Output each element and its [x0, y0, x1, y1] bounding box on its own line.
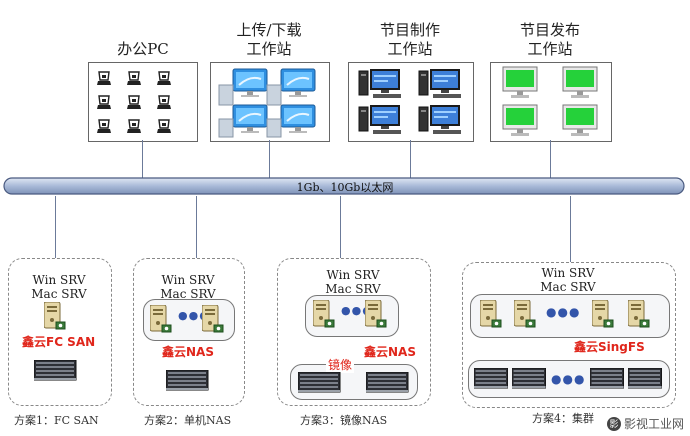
- watermark: 影 影视工业网: [606, 415, 684, 432]
- scheme1-brand: 鑫云FC SAN: [22, 335, 96, 349]
- scheme4-server-icon-3: [592, 300, 614, 328]
- upload-title: 上传/下载 工作站: [210, 21, 328, 59]
- connector-publish: [550, 140, 551, 180]
- publish-title-line2: 工作站: [527, 40, 573, 58]
- scheme3-storage-icon-1: [298, 372, 341, 393]
- scheme2-caption: 方案2：单机NAS: [144, 414, 232, 427]
- scheme3-server-icon-1: [313, 300, 335, 328]
- upload-workstation-icons: [218, 68, 316, 138]
- scheme4-server-icon-4: [628, 300, 650, 328]
- publish-box: [490, 62, 612, 142]
- scheme4-storage-icon-2: [512, 368, 547, 389]
- connector-upload: [269, 140, 270, 180]
- production-title-line2: 工作站: [387, 40, 433, 58]
- scheme2-storage-icon: [166, 370, 209, 391]
- scheme4-storage-icon-4: [628, 368, 663, 389]
- upload-box: [210, 62, 330, 142]
- connector-scheme2: [196, 196, 197, 258]
- scheme3-ellipsis: ●●●: [341, 304, 373, 317]
- scheme4-caption: 方案4：集群: [532, 412, 594, 425]
- production-box: [348, 62, 474, 142]
- connector-scheme3: [340, 196, 341, 258]
- office-pc-icons: [96, 71, 172, 134]
- scheme2-srv-line2: Mac SRV: [160, 287, 216, 301]
- scheme1-box: [8, 258, 112, 406]
- scheme1-srv-line1: Win SRV: [32, 273, 86, 287]
- connector-production: [410, 140, 411, 180]
- scheme2-server-icon-1: [150, 305, 172, 333]
- scheme2-brand: 鑫云NAS: [162, 345, 214, 359]
- scheme4-server-icon-1: [480, 300, 502, 328]
- office-pc-box: [88, 62, 198, 142]
- scheme3-server-icon-2: [365, 300, 387, 328]
- scheme2-ellipsis: ●●●: [178, 309, 210, 322]
- production-workstation-icons: [358, 68, 462, 135]
- scheme4-brand: 鑫云SingFS: [574, 340, 645, 354]
- scheme2-server-icon-2: [202, 305, 224, 333]
- watermark-text: 影视工业网: [623, 417, 684, 431]
- ethernet-bus: [3, 177, 685, 195]
- publish-workstation-icons: [502, 66, 598, 137]
- ethernet-label: 1Gb、10Gb以太网: [296, 181, 394, 194]
- scheme2-srv-line1: Win SRV: [161, 273, 215, 287]
- scheme3-srv-line1: Win SRV: [326, 268, 380, 282]
- publish-title-line1: 节目发布: [519, 21, 580, 39]
- office-pc-title: 办公PC: [117, 40, 169, 58]
- scheme1-servers-label: Win SRV Mac SRV: [8, 273, 110, 301]
- scheme4-storage-icon-1: [474, 368, 509, 389]
- scheme3-brand: 鑫云NAS: [364, 345, 416, 359]
- scheme1-caption: 方案1：FC SAN: [14, 414, 99, 427]
- connector-scheme1: [55, 196, 56, 258]
- scheme4-storage-icon-3: [590, 368, 625, 389]
- scheme3-caption: 方案3：镜像NAS: [300, 414, 388, 427]
- scheme4-server-ellipsis: ●●●: [546, 305, 581, 319]
- scheme3-srv-line2: Mac SRV: [325, 282, 381, 296]
- scheme4-storage-ellipsis: ●●●: [551, 372, 586, 386]
- scheme1-storage-icon: [34, 360, 77, 381]
- scheme4-srv-line1: Win SRV: [541, 266, 595, 280]
- publish-title: 节目发布 工作站: [490, 21, 610, 59]
- upload-title-line2: 工作站: [246, 40, 292, 58]
- watermark-logo-icon: 影: [606, 416, 621, 431]
- scheme1-srv-line2: Mac SRV: [31, 287, 87, 301]
- scheme3-servers-label: Win SRV Mac SRV: [277, 268, 429, 296]
- upload-title-line1: 上传/下载: [236, 21, 302, 39]
- scheme2-servers-label: Win SRV Mac SRV: [133, 273, 243, 301]
- scheme4-servers-label: Win SRV Mac SRV: [462, 266, 674, 294]
- scheme1-server-icon: [44, 302, 66, 330]
- scheme4-srv-line2: Mac SRV: [540, 280, 596, 294]
- connector-scheme4: [570, 196, 571, 262]
- production-title-line1: 节目制作: [379, 21, 440, 39]
- scheme3-mirror-label: 镜像: [326, 356, 355, 373]
- connector-office: [142, 140, 143, 180]
- scheme4-server-icon-2: [514, 300, 536, 328]
- production-title: 节目制作 工作站: [348, 21, 472, 59]
- scheme3-storage-icon-2: [366, 372, 409, 393]
